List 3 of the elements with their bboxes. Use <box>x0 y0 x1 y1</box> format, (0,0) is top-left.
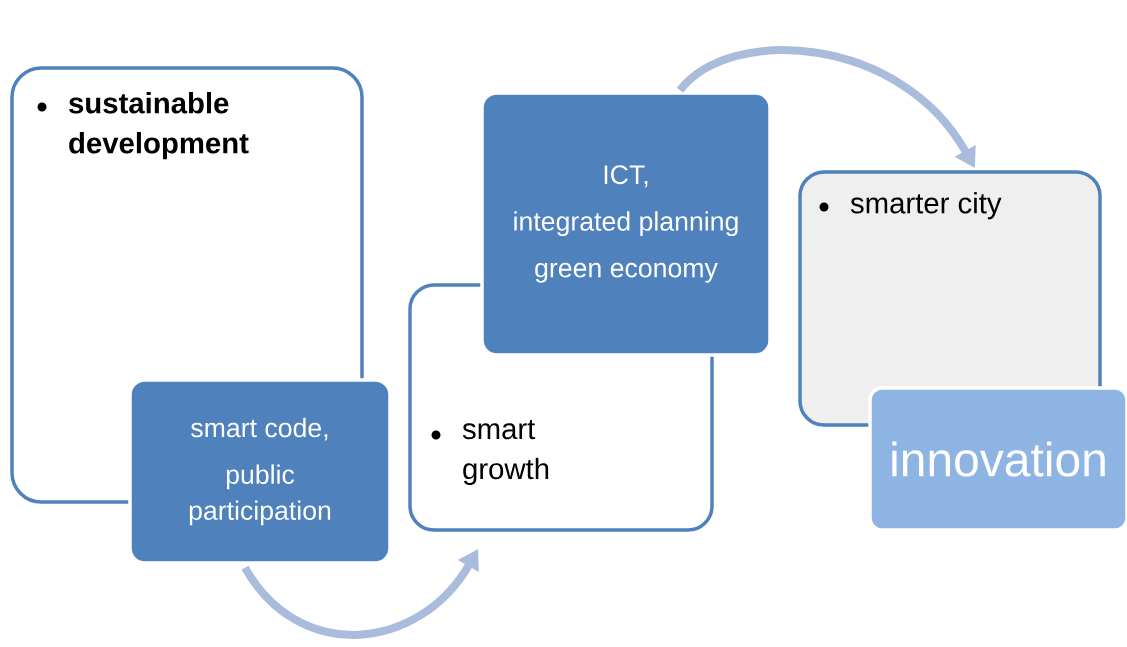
highlight-box: smart code, public participation <box>128 378 392 565</box>
highlight-box: innovation <box>868 386 1127 532</box>
highlight-box: ICT, integrated planning green economy <box>480 91 772 357</box>
